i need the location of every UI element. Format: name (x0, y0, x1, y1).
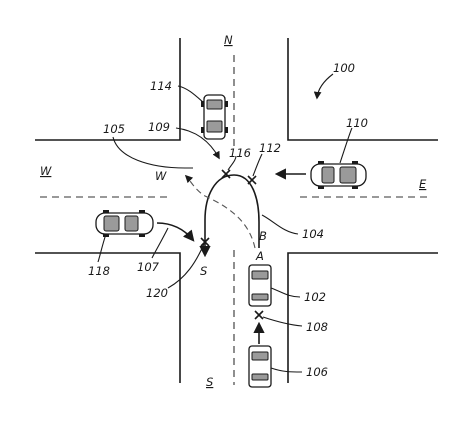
ref-102-label: 102 (304, 290, 326, 304)
road-edge-northeast (287, 38, 438, 141)
ref-108-leader (262, 316, 303, 327)
ref-105-leader (112, 136, 193, 169)
ref-110-leader (339, 127, 353, 164)
road-edge-northwest (35, 38, 181, 141)
point-b-label: B (259, 229, 267, 243)
ref-109-leader (175, 127, 220, 160)
road-edge-southeast (287, 252, 438, 383)
ref-106-label: 106 (306, 365, 328, 379)
point-a-label: A (255, 249, 264, 263)
ref-114-label: 114 (150, 79, 172, 93)
road-edge-southwest (35, 252, 181, 383)
ref-110-label: 110 (346, 116, 368, 130)
vehicle-110 (310, 161, 367, 189)
ref-118-leader (97, 233, 107, 263)
ref-114-leader (177, 85, 205, 104)
ref-104-leader (261, 214, 299, 235)
vehicle-106 (248, 345, 272, 388)
lane-center-lines (40, 55, 430, 385)
ref-112-label: 112 (259, 141, 281, 155)
ref-107-label: 107 (137, 260, 160, 274)
ref-112-leader (252, 153, 263, 177)
u-turn-path-104 (199, 174, 260, 258)
road-edges (35, 38, 438, 383)
ref-118-label: 118 (88, 264, 110, 278)
direction-east-label: E (419, 177, 427, 191)
vehicle-102 (248, 264, 272, 307)
ref-106-leader (270, 367, 303, 373)
dashed-path-left-turn (184, 174, 256, 249)
conflict-point-116 (221, 169, 231, 179)
vehicle-118 (95, 210, 154, 237)
ref-105-label: 105 (103, 122, 125, 136)
ref-120-leader (167, 243, 205, 289)
direction-south-label: S (206, 375, 213, 389)
ref-116-label: 116 (229, 146, 251, 160)
ref-107-leader (151, 227, 169, 259)
ref-102-leader (270, 287, 301, 298)
vehicle-114 (201, 94, 228, 140)
direction-west-label: W (40, 164, 52, 178)
ref-100-label: 100 (333, 61, 355, 75)
ref-120-label: 120 (146, 286, 168, 300)
ref-100-arrow (313, 73, 334, 100)
conflict-point-120 (200, 237, 210, 247)
ref-109-label: 109 (148, 120, 170, 134)
ref-108-label: 108 (306, 320, 328, 334)
turn-west-label: W (155, 169, 167, 183)
vehicle-118-motion-arrow (156, 222, 195, 242)
ref-116-leader (227, 155, 237, 171)
conflict-point-112 (247, 175, 257, 185)
turn-south-label: S (200, 264, 207, 278)
ref-104-label: 104 (302, 227, 324, 241)
direction-north-label: N (224, 33, 233, 47)
conflict-point-108 (254, 310, 264, 320)
